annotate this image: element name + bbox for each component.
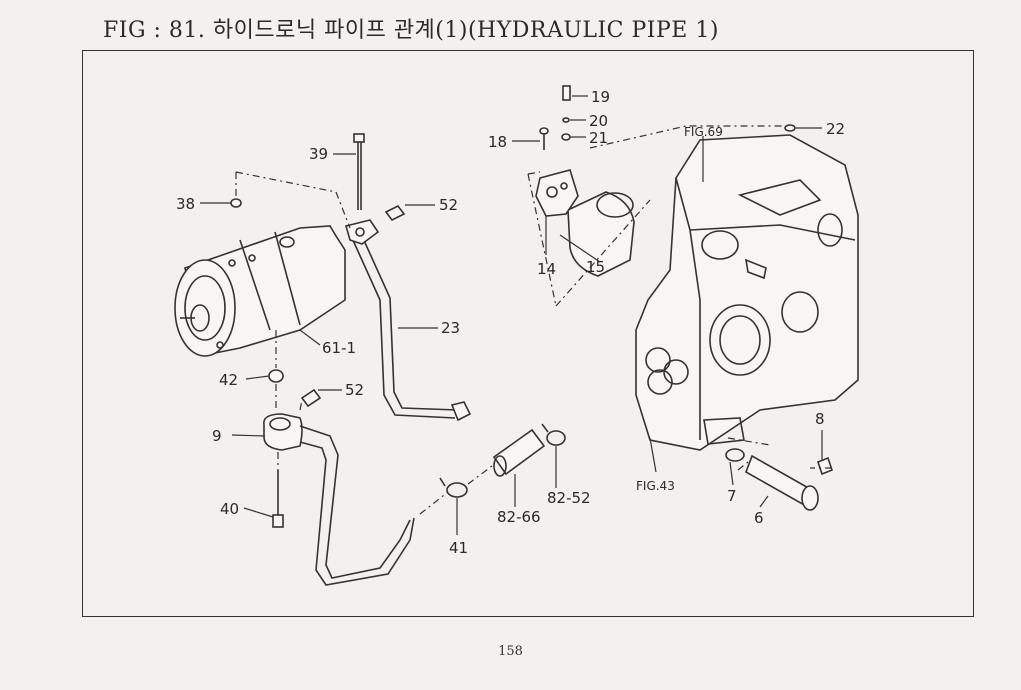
part-52-fitting-top [384,204,406,222]
part-9-pipe-block [263,413,415,586]
part-38-plug [230,198,242,208]
callout-18: 18 [488,133,507,151]
part-42-oring [268,369,284,383]
part-82-66-hose [492,428,546,477]
callout-39: 39 [309,145,328,163]
part-19-21-stack [561,85,571,141]
part-82-52-clamp [541,423,566,446]
callout-21: 21 [589,129,608,147]
callout-40: 40 [220,500,239,518]
callout-20: 20 [589,112,608,130]
callout-7: 7 [727,487,737,505]
callout-8: 8 [815,410,825,428]
callout-38: 38 [176,195,195,213]
page-number: 158 [498,644,523,659]
transmission-housing [635,134,859,451]
alignment-lines [235,125,832,515]
reference-fig-43: FIG.43 [636,479,675,493]
diagram-frame [82,50,974,617]
part-23-pipe [345,219,472,422]
part-52-fitting-lower [300,388,322,408]
callout-15: 15 [586,258,605,276]
part-14-filter-head [535,169,579,217]
callout-52-lower: 52 [345,381,364,399]
callout-82-66: 82-66 [497,508,541,526]
callout-82-52: 82-52 [547,489,591,507]
part-7-oring [725,448,745,462]
part-8-plug [817,456,833,476]
callout-52-top: 52 [439,196,458,214]
callout-19: 19 [591,88,610,106]
callout-22: 22 [826,120,845,138]
callout-9: 9 [212,427,222,445]
reference-fig-69: FIG.69 [684,125,723,139]
callout-41: 41 [449,539,468,557]
part-39-bolt [353,133,365,210]
part-41-clamp [439,477,468,498]
callout-14: 14 [537,260,556,278]
part-15-filter [567,191,635,277]
part-6-pipe [745,454,819,511]
callout-6: 6 [754,509,764,527]
callout-labels: 39 38 52 23 61-1 42 52 9 40 41 82-66 82-… [176,88,845,557]
callout-61-1: 61-1 [322,339,356,357]
callout-42: 42 [219,371,238,389]
leader-lines [200,95,823,535]
part-18-bolt [539,127,549,150]
part-40-bolt [272,470,284,528]
figure-title: FIG : 81. 하이드로닉 파이프 관계(1)(HYDRAULIC PIPE… [103,18,719,43]
callout-23: 23 [441,319,460,337]
hydraulic-pump [174,225,346,357]
